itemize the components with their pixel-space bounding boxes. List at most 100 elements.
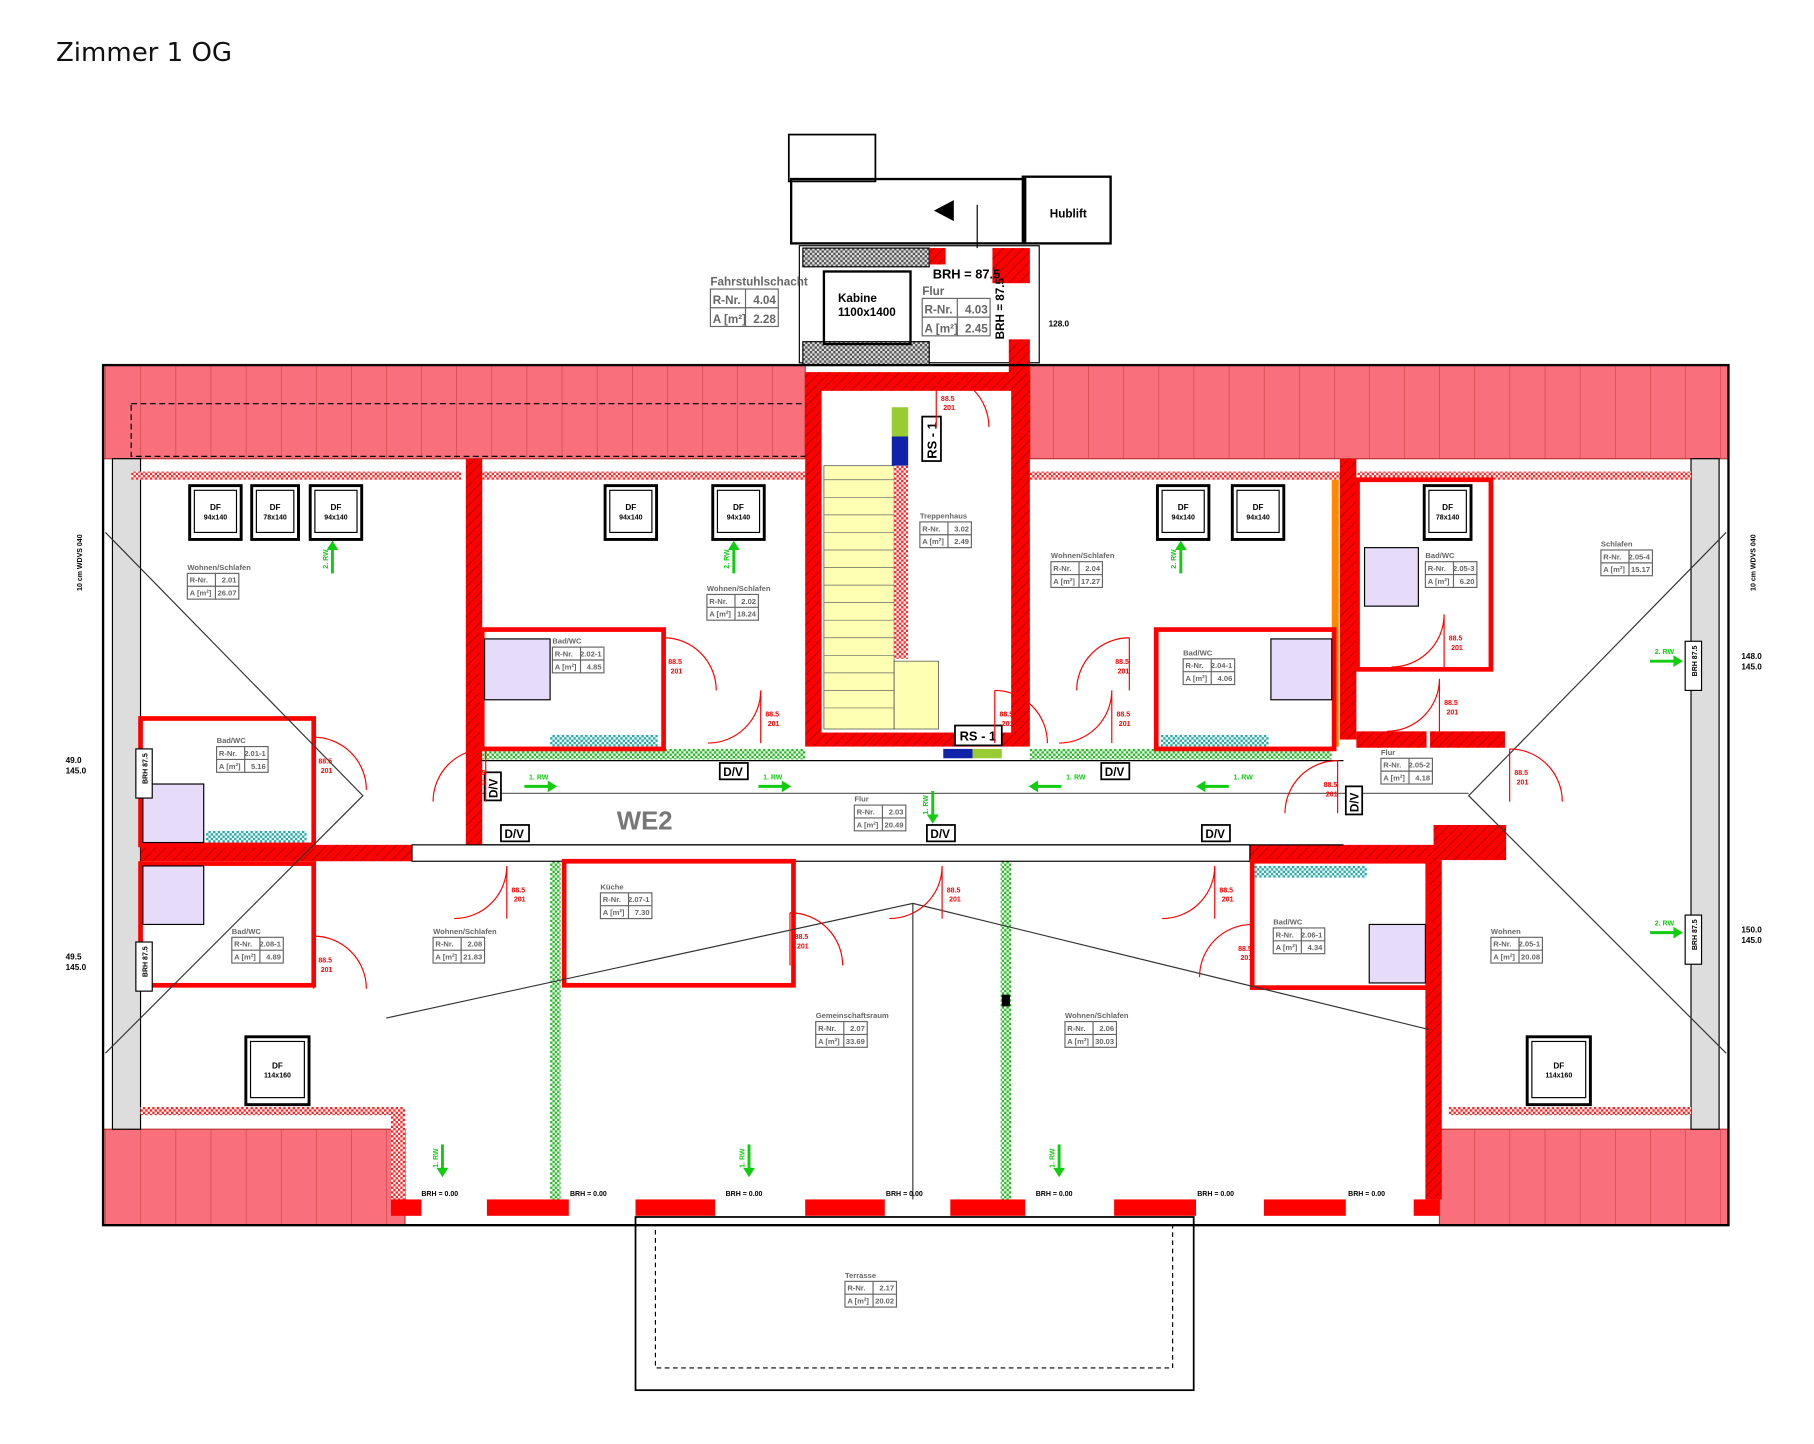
partition-walls xyxy=(411,748,1332,1201)
svg-text:R-Nr.: R-Nr. xyxy=(234,940,252,949)
dv-box: D/V xyxy=(926,824,956,843)
page-title: Zimmer 1 OG xyxy=(56,38,233,68)
stair-marker-box xyxy=(921,415,942,462)
room-name: Bad/WC xyxy=(217,736,247,745)
escape-route-arrow-icon: 2. RW xyxy=(1650,921,1683,939)
room-label: Bad/WCR-Nr.A [m²]2.02-14.85 xyxy=(551,637,605,674)
svg-text:88.5: 88.5 xyxy=(511,887,525,894)
room-number: 2.06 xyxy=(1099,1024,1114,1033)
svg-text:D/V: D/V xyxy=(487,778,500,798)
svg-text:88.5: 88.5 xyxy=(1324,782,1338,789)
svg-text:R-Nr.: R-Nr. xyxy=(818,1024,836,1033)
svg-text:201: 201 xyxy=(768,721,780,728)
room-name: Wohnen/Schlafen xyxy=(187,563,251,572)
door-swing: 88.5 201 xyxy=(432,748,487,802)
svg-text:A [m²]: A [m²] xyxy=(1428,577,1450,586)
svg-text:94x140: 94x140 xyxy=(619,515,643,522)
room-number: 2.04-1 xyxy=(1211,661,1233,670)
bathrooms xyxy=(138,477,1494,990)
door-swing: 88.5 201 xyxy=(313,736,367,790)
side-dim: 150.0 xyxy=(1741,926,1762,935)
svg-text:A [m²]: A [m²] xyxy=(709,610,731,619)
side-dim: 49.0 xyxy=(66,756,82,765)
unit-label: WE2 xyxy=(617,808,673,836)
svg-text:R-Nr.: R-Nr. xyxy=(713,294,741,307)
dv-box: D/V xyxy=(483,771,502,802)
svg-text:201: 201 xyxy=(474,780,486,787)
svg-text:201: 201 xyxy=(321,768,333,775)
svg-text:201: 201 xyxy=(943,405,955,412)
svg-text:201: 201 xyxy=(1451,645,1463,652)
brh-side-label: BRH 87.5 xyxy=(1692,919,1699,950)
brh-side-label: BRH 87.5 xyxy=(143,946,150,977)
room-area: 4.89 xyxy=(266,953,281,962)
room-name: Bad/WC xyxy=(232,927,262,936)
svg-text:DF: DF xyxy=(210,503,221,512)
room-area: 20.08 xyxy=(1521,953,1540,962)
room-name: Terrasse xyxy=(845,1271,876,1280)
dv-box: D/V xyxy=(1344,785,1364,816)
room-area: 21.83 xyxy=(463,953,482,962)
escape-route-arrow-icon: 2. RW xyxy=(1650,649,1683,668)
room-name: Treppenhaus xyxy=(920,511,967,520)
dv-box: D/V xyxy=(1201,824,1231,843)
room-label: Bad/WCR-Nr.A [m²]2.08-14.89 xyxy=(231,927,284,964)
room-area: 2.49 xyxy=(954,537,969,546)
svg-text:88.5: 88.5 xyxy=(941,396,955,403)
svg-text:88.5: 88.5 xyxy=(472,770,486,777)
brh-label: BRH = 0.00 xyxy=(1197,1191,1234,1198)
svg-text:1. RW: 1. RW xyxy=(739,1148,746,1168)
svg-text:88.5: 88.5 xyxy=(1444,700,1458,707)
svg-text:A [m²]: A [m²] xyxy=(555,662,577,671)
brh-vertical: BRH = 87.5 xyxy=(994,277,1007,339)
room-area: 20.02 xyxy=(875,1297,894,1306)
door-swing: 88.5 201 xyxy=(935,373,990,428)
room-area: 18.24 xyxy=(737,610,757,619)
svg-text:R-Nr.: R-Nr. xyxy=(1053,564,1071,573)
svg-text:R-Nr.: R-Nr. xyxy=(1603,552,1621,561)
escape-route-arrow-icon: 1. RW xyxy=(524,774,558,793)
dv-box: D/V xyxy=(1100,762,1131,781)
room-number: 2.01-1 xyxy=(244,749,266,758)
room-name: Küche xyxy=(600,882,623,891)
svg-text:DF: DF xyxy=(1442,503,1453,512)
room-number: 2.02-1 xyxy=(580,649,602,658)
svg-text:D/V: D/V xyxy=(1205,828,1225,841)
svg-text:88.5: 88.5 xyxy=(795,934,809,941)
room-label: Bad/WCR-Nr.A [m²]2.01-15.16 xyxy=(216,736,269,773)
svg-text:R-Nr.: R-Nr. xyxy=(857,807,875,816)
svg-text:88.5: 88.5 xyxy=(318,759,332,766)
room-name: Wohnen/Schlafen xyxy=(1065,1011,1129,1020)
svg-text:A [m²]: A [m²] xyxy=(1383,774,1405,783)
room-name: Gemeinschaftsraum xyxy=(816,1011,889,1020)
svg-text:2. RW: 2. RW xyxy=(724,549,731,569)
svg-text:88.5: 88.5 xyxy=(1238,946,1252,953)
svg-text:78x140: 78x140 xyxy=(1436,515,1460,522)
svg-text:R-Nr.: R-Nr. xyxy=(219,749,237,758)
svg-text:DF: DF xyxy=(330,503,341,512)
svg-text:D/V: D/V xyxy=(723,766,743,779)
svg-text:94x140: 94x140 xyxy=(1246,515,1270,522)
svg-text:2. RW: 2. RW xyxy=(1655,649,1675,656)
svg-text:DF: DF xyxy=(1553,1061,1564,1070)
ceiling-lines xyxy=(105,532,1727,1200)
svg-text:A [m²]: A [m²] xyxy=(1067,1037,1089,1046)
svg-text:94x140: 94x140 xyxy=(324,515,348,522)
room-number: 2.04 xyxy=(1085,564,1101,573)
svg-text:114x160: 114x160 xyxy=(1545,1073,1572,1080)
